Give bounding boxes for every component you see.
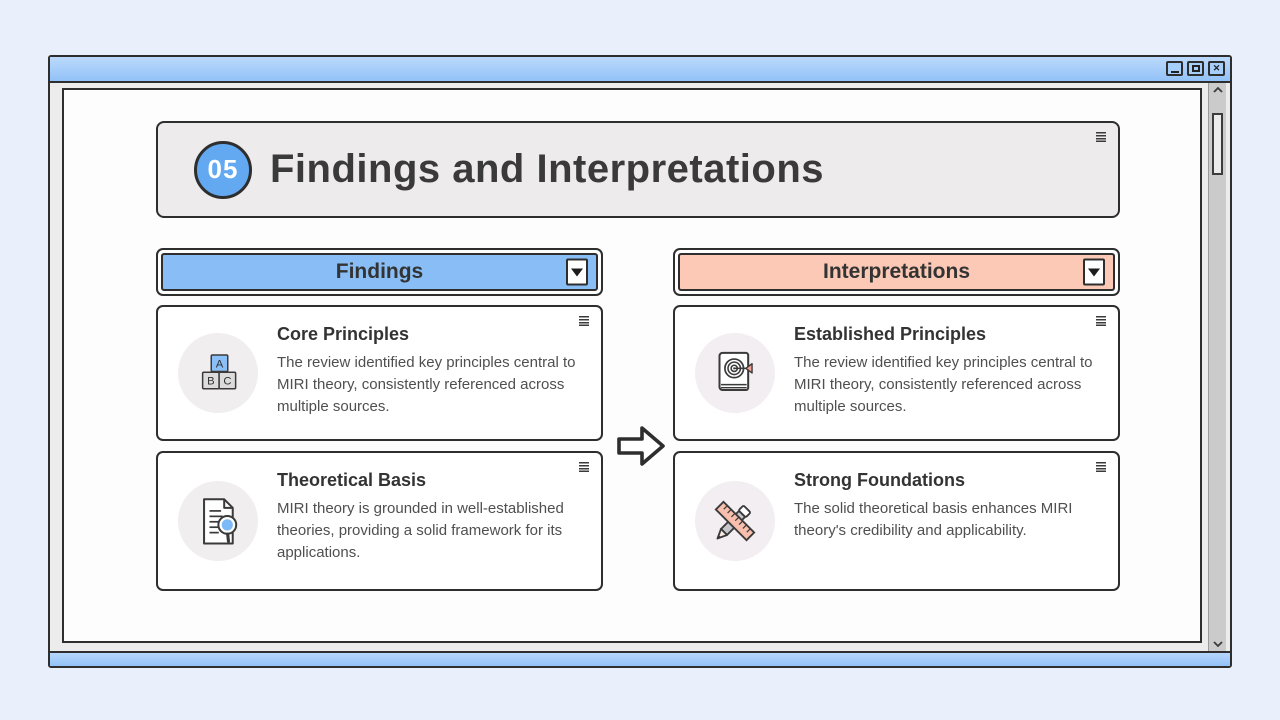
interpretations-header-label: Interpretations [822,260,971,283]
interpretations-dropdown-button[interactable] [1083,258,1105,286]
card-strong-foundations[interactable]: Strong Foundations The solid theoretical… [673,451,1120,591]
svg-text:B: B [207,376,215,388]
minimize-icon [1170,71,1179,73]
card-established-principles[interactable]: Established Principles The review identi… [673,305,1120,441]
maximize-button[interactable] [1187,61,1204,76]
abc-blocks-icon: A B C [178,333,258,413]
pencil-ruler-icon [695,481,775,561]
bottom-status-bar [50,651,1230,666]
section-number-badge: 05 [194,140,252,199]
close-button[interactable]: ✕ [1208,61,1225,76]
window-controls: ✕ [1166,61,1225,76]
card-title: Established Principles [794,324,987,344]
interpretations-column-header[interactable]: Interpretations [673,248,1120,296]
right-arrow-icon [616,423,666,469]
card-theoretical-basis[interactable]: Theoretical Basis MIRI theory is grounde… [156,451,603,591]
menu-icon[interactable] [1096,462,1106,472]
findings-column-header[interactable]: Findings [156,248,603,296]
card-body: The solid theoretical basis enhances MIR… [794,500,1073,539]
card-core-principles[interactable]: A B C Core Principles The review identif… [156,305,603,441]
maximize-icon [1191,65,1200,72]
menu-icon[interactable] [1096,316,1106,326]
svg-text:C: C [223,376,231,388]
card-title: Core Principles [277,324,410,344]
chevron-down-icon [1088,268,1100,276]
minimize-button[interactable] [1166,61,1183,76]
app-window: ✕ 05 Findings and Interpretations Findin… [48,55,1232,668]
findings-header-label: Findings [335,260,424,283]
svg-text:A: A [216,358,224,370]
scroll-down-icon[interactable] [1212,639,1224,649]
vertical-scrollbar[interactable] [1208,83,1226,651]
menu-icon[interactable] [579,316,589,326]
document-magnifier-icon [178,481,258,561]
slide-canvas: 05 Findings and Interpretations Findings… [62,88,1202,643]
page-title: Findings and Interpretations [270,147,825,191]
book-target-icon [695,333,775,413]
scrollbar-thumb[interactable] [1212,113,1223,175]
menu-icon[interactable] [1096,132,1106,142]
card-body: MIRI theory is grounded in well-establis… [277,500,564,561]
window-frame: 05 Findings and Interpretations Findings… [50,83,1230,666]
card-title: Theoretical Basis [277,470,427,490]
card-title: Strong Foundations [794,470,965,490]
card-body: The review identified key principles cen… [794,354,1093,415]
chevron-down-icon [571,268,583,276]
window-titlebar: ✕ [50,57,1230,83]
slide-header: 05 Findings and Interpretations [156,121,1120,218]
close-icon: ✕ [1212,63,1221,73]
findings-dropdown-button[interactable] [566,258,588,286]
card-body: The review identified key principles cen… [277,354,576,415]
scroll-up-icon[interactable] [1212,85,1224,95]
menu-icon[interactable] [579,462,589,472]
